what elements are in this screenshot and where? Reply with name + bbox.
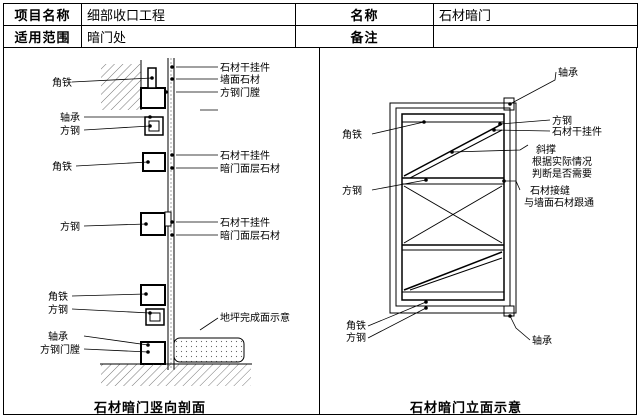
right-leader-dots — [422, 102, 512, 318]
lbl-stone-hanger-3: 石材干挂件 — [220, 216, 270, 229]
drawing-frame — [3, 47, 637, 415]
project-name-label: 项目名称 — [3, 3, 82, 26]
lbl-angle-iron-1: 角铁 — [52, 76, 72, 89]
scope-label: 适用范围 — [3, 25, 82, 48]
lbl-angle-iron-3: 角铁 — [48, 290, 68, 303]
lbl-joint-1: 石材接缝 — [530, 184, 570, 197]
left-caption: 石材暗门竖向剖面 — [94, 401, 207, 416]
brace-1b — [409, 129, 503, 179]
panel-divider — [319, 47, 320, 415]
outer-frame — [389, 102, 517, 314]
brace-1 — [403, 123, 503, 177]
lbl-steel-door-frame-2: 方钢门膛 — [40, 343, 80, 356]
lbl-steel-door-frame-1: 方钢门膛 — [220, 86, 260, 99]
lbl-angle-iron-b: 角铁 — [346, 319, 366, 332]
lbl-square-steel-c: 方钢 — [346, 331, 366, 344]
elevation-drawing — [389, 97, 517, 317]
floor-base-hatch — [101, 364, 251, 386]
square-steel-bottom — [145, 308, 165, 326]
lbl-square-steel-3: 方钢 — [48, 303, 68, 316]
lbl-square-steel-2: 方钢 — [60, 220, 80, 233]
lbl-brace-note-2: 判断是否需要 — [532, 167, 592, 180]
lbl-square-steel-1: 方钢 — [60, 124, 80, 137]
lbl-bearing-2: 轴承 — [48, 330, 68, 343]
lbl-brace: 斜撑 — [536, 143, 556, 156]
right-caption: 石材暗门立面示意 — [410, 401, 523, 416]
left-leader-dots — [144, 65, 174, 354]
brace-3b — [409, 257, 503, 291]
lbl-bearing: 轴承 — [60, 111, 80, 124]
left-leaders — [71, 66, 219, 353]
lbl-square-steel-b: 方钢 — [342, 184, 362, 197]
hanger-mid — [164, 211, 172, 227]
lbl-bearing-top: 轴承 — [558, 66, 578, 79]
lbl-stone-hanger: 石材干挂件 — [552, 125, 602, 138]
lbl-angle-iron-2: 角铁 — [52, 160, 72, 173]
angle-iron-bottom — [140, 284, 166, 306]
lbl-joint-2: 与墙面石材跟通 — [524, 196, 594, 209]
header-table: 项目名称 细部收口工程 名称 石材暗门 适用范围 暗门处 备注 — [3, 3, 638, 48]
lbl-floor-finish: 地坪完成面示意 — [220, 311, 290, 324]
wall-hatch-top — [101, 64, 141, 110]
lbl-angle-iron: 角铁 — [342, 128, 362, 141]
floor-hatch — [173, 337, 245, 363]
lbl-square-steel-a: 方钢 — [552, 114, 572, 127]
lbl-stone-hanger-1: 石材干挂件 — [220, 61, 270, 74]
lbl-bearing-bottom: 轴承 — [532, 334, 552, 347]
brace-3 — [403, 251, 503, 291]
door-frame-inner — [401, 113, 505, 301]
lbl-brace-note-1: 根据实际情况 — [532, 155, 592, 168]
steel-door-frame-top — [140, 87, 166, 109]
door-frame-outer — [395, 107, 511, 307]
right-leaders — [367, 71, 557, 341]
top-bearing — [503, 97, 515, 111]
lbl-stone-hanger-2: 石材干挂件 — [220, 149, 270, 162]
lbl-wall-stone: 墙面石材 — [220, 73, 260, 86]
steel-door-frame-bottom — [140, 341, 166, 365]
bottom-bearing — [503, 305, 515, 317]
lbl-door-surface-stone-2: 暗门面层石材 — [220, 229, 280, 242]
lbl-door-surface-stone-1: 暗门面层石材 — [220, 162, 280, 175]
brace-2b — [403, 185, 503, 244]
square-steel-bottom-inner — [149, 312, 161, 322]
